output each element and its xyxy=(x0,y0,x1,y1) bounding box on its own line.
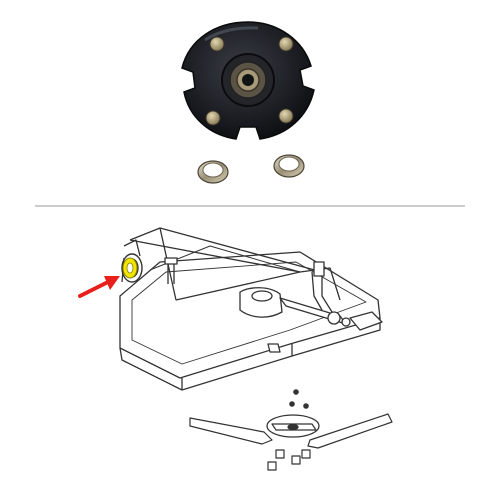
nut xyxy=(291,455,301,465)
hub-bolt xyxy=(209,36,225,52)
nut xyxy=(301,449,311,459)
hub-bolt xyxy=(278,36,294,52)
hub-bolt xyxy=(205,110,221,126)
wheel-hub-photo xyxy=(181,21,315,140)
red-arrow-icon xyxy=(78,276,120,298)
blade-left xyxy=(189,417,273,445)
hub-bolt xyxy=(278,108,294,124)
rotary-cutter-diagram xyxy=(119,227,383,391)
bolt xyxy=(293,389,299,395)
blade-assembly-diagram xyxy=(189,389,393,471)
nut xyxy=(275,449,285,459)
hub-bore xyxy=(242,74,254,86)
bolt xyxy=(303,403,309,409)
bearing-ring-right xyxy=(273,154,305,178)
blade-right xyxy=(307,413,393,449)
nut xyxy=(267,461,277,471)
bolt xyxy=(289,401,295,407)
bearing-ring-left xyxy=(197,160,229,184)
